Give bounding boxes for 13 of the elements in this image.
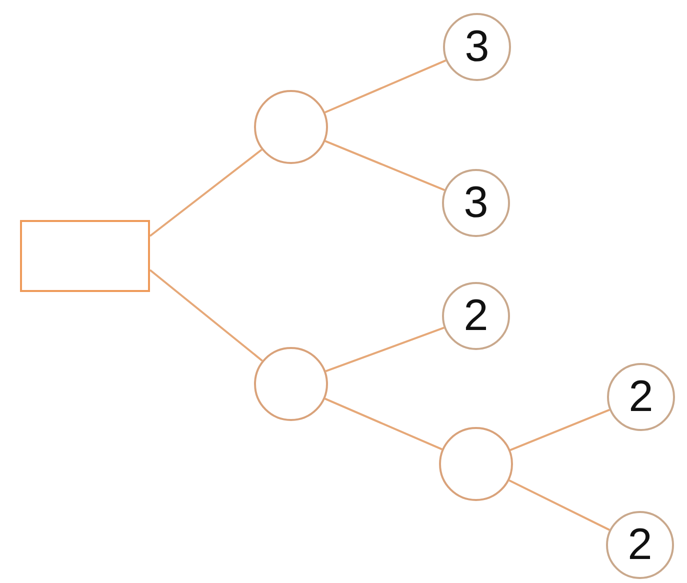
node-number: 3	[464, 25, 490, 69]
connector-line	[324, 140, 445, 191]
node-number: 3	[464, 181, 488, 225]
connector-line	[510, 408, 610, 451]
connector-line	[324, 60, 446, 114]
connector-line	[508, 479, 610, 531]
node-number: 2	[628, 375, 654, 419]
connector-line	[324, 398, 442, 450]
node-number: 2	[464, 294, 488, 338]
node-number: 2	[628, 523, 652, 567]
connector-line	[325, 326, 444, 372]
connector-line	[149, 148, 262, 237]
rectangle-node	[20, 220, 150, 292]
